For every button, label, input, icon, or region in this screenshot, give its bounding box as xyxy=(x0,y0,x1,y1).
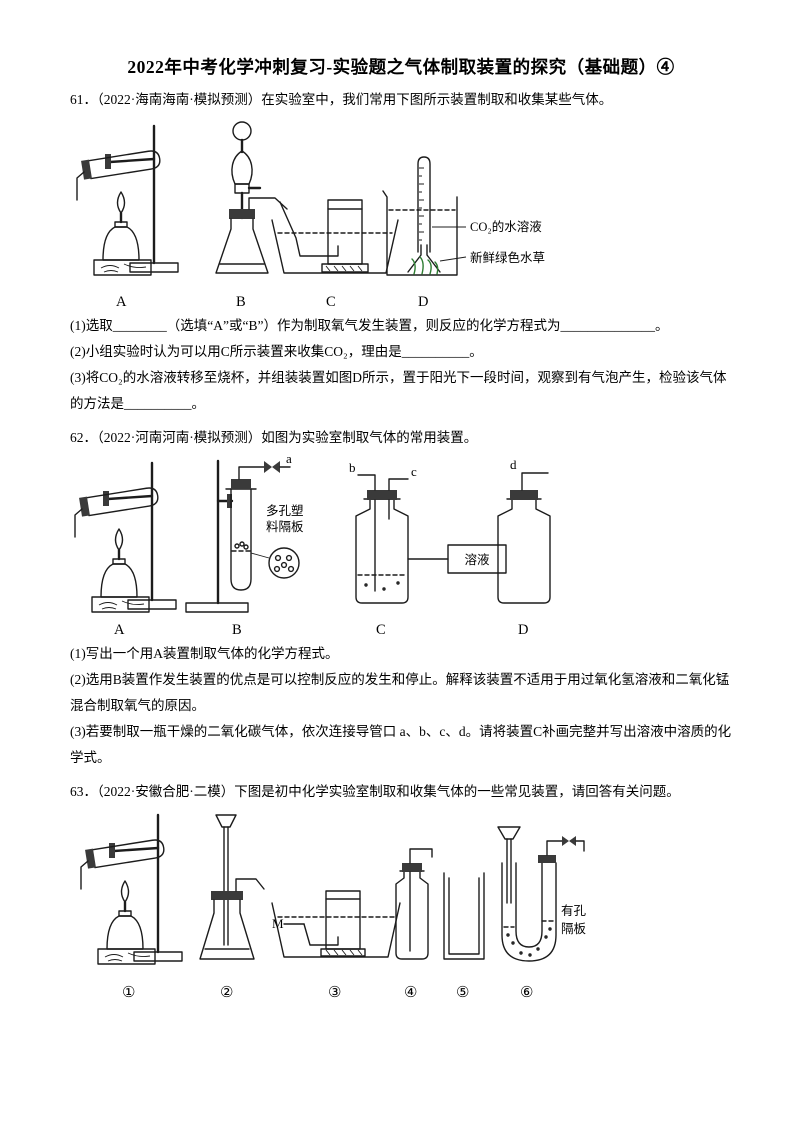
q63-number-3: ③ xyxy=(328,985,341,1001)
q61-letter-b: B xyxy=(236,294,246,310)
q61-apparatus-a-heating-setup xyxy=(75,124,180,277)
q61-part-3: (3)将CO₂的水溶液转移至烧杯，并组装装置如图D所示，置于阳光下一段时间，观察… xyxy=(70,370,727,411)
q61-letter-a: A xyxy=(116,294,127,310)
q63-holed-plate-label-1: 有孔 xyxy=(561,904,587,918)
q62-diagram: a 多孔塑 料隔板 b c 溶液 xyxy=(73,453,551,638)
q61-label-fresh-plant: 新鲜绿色水草 xyxy=(470,250,545,265)
q61-label-co2-solution: CO₂的水溶液 xyxy=(470,219,542,234)
q62-apparatus-a-heating-setup xyxy=(73,461,178,614)
q62-part-3: (3)若要制取一瓶干燥的二氧化碳气体，依次连接导管口 a、b、c、d。请将装置C… xyxy=(70,724,732,765)
q62-port-a-label: a xyxy=(286,453,292,466)
q62-porous-plate-label-2: 料隔板 xyxy=(266,520,304,534)
q62-letter-b: B xyxy=(232,622,242,638)
q61-part-1: (1)选取________（选填“A”或“B”）作为制取氧气发生装置，则反应的化… xyxy=(70,318,669,333)
q62-porous-plate-label-1: 多孔塑 xyxy=(266,503,304,518)
q62-port-d-label: d xyxy=(510,457,517,472)
q62-port-c-label: c xyxy=(411,464,417,479)
q61-stem: 61．（2022·海南海南·模拟预测）在实验室中，我们常用下图所示装置制取和收集… xyxy=(70,92,613,107)
q63-apparatus-6-u-tube xyxy=(497,826,585,962)
q63-number-2: ② xyxy=(220,985,233,1001)
q62-port-b-label: b xyxy=(349,460,356,475)
q62-apparatus-c-gas-washing-bottle xyxy=(355,474,507,604)
q63-number-5: ⑤ xyxy=(456,985,469,1001)
q61-apparatus-b-flask-sep-funnel xyxy=(215,121,288,274)
q62-stem: 62．（2022·河南河南·模拟预测）如图为实验室制取气体的常用装置。 xyxy=(70,430,478,445)
q61-apparatus-d-beaker-plants xyxy=(382,156,458,276)
q63-apparatus-1-heating-setup xyxy=(79,813,184,966)
question-62: 62．（2022·河南河南·模拟预测）如图为实验室制取气体的常用装置。 xyxy=(70,425,732,771)
q62-apparatus-b-controlled-generator xyxy=(185,459,300,613)
q61-letter-c: C xyxy=(326,294,336,310)
q63-tube-m-label: M xyxy=(272,916,284,931)
q63-number-1: ① xyxy=(122,985,135,1001)
q62-part-1: (1)写出一个用A装置制取气体的化学方程式。 xyxy=(70,646,339,661)
q63-apparatus-4-gas-bottle xyxy=(395,848,433,960)
q61-apparatus-c-water-trough xyxy=(271,199,399,274)
q63-number-6: ⑥ xyxy=(520,985,533,1001)
q62-letter-d: D xyxy=(518,622,528,638)
q63-holed-plate-label-2: 隔板 xyxy=(561,922,587,936)
q61-part-2: (2)小组实验时认为可以用C所示装置来收集CO₂，理由是__________。 xyxy=(70,344,483,359)
q63-apparatus-5-open-vessel xyxy=(443,872,485,960)
q62-letter-c: C xyxy=(376,622,386,638)
q63-apparatus-2-flask-long-funnel xyxy=(199,814,265,960)
q61-diagram: CO₂的水溶液 新鲜绿色水草 A B C D xyxy=(75,121,545,310)
q62-solution-box-label: 溶液 xyxy=(464,552,490,567)
question-61: 61．（2022·海南海南·模拟预测）在实验室中，我们常用下图所示装置制取和收集… xyxy=(70,87,732,417)
page-title: 2022年中考化学冲刺复习-实验题之气体制取装置的探究（基础题）④ xyxy=(127,57,675,77)
q63-apparatus-3-water-trough xyxy=(271,890,401,958)
q62-letter-a: A xyxy=(114,622,125,638)
q62-part-2: (2)选用B装置作发生装置的优点是可以控制反应的发生和停止。解释该装置不适用于用… xyxy=(70,672,730,713)
q62-apparatus-d-collecting-bottle xyxy=(497,472,551,604)
q61-letter-d: D xyxy=(418,294,428,310)
q63-stem: 63．（2022·安徽合肥·二模）下图是初中化学实验室制取和收集气体的一些常见装… xyxy=(70,784,680,799)
q63-number-4: ④ xyxy=(404,985,417,1001)
q63-diagram: M xyxy=(79,813,587,1001)
question-63: 63．（2022·安徽合肥·二模）下图是初中化学实验室制取和收集气体的一些常见装… xyxy=(70,779,732,1003)
